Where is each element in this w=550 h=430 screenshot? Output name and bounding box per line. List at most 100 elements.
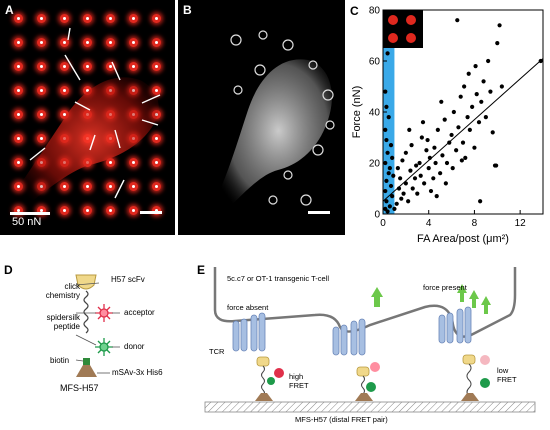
data-point	[474, 92, 479, 97]
data-point	[472, 145, 477, 150]
x-tick-label: 4	[426, 218, 432, 229]
tcr-label: TCR	[209, 347, 225, 356]
data-point	[384, 104, 389, 109]
post	[60, 62, 69, 71]
post	[60, 182, 69, 191]
post	[106, 38, 115, 47]
data-point	[403, 181, 408, 186]
cell-overlay	[10, 27, 161, 215]
data-point	[422, 181, 427, 186]
inset-post	[406, 15, 416, 25]
data-point	[427, 155, 432, 160]
post	[37, 38, 46, 47]
post	[60, 14, 69, 23]
panel-d: D H57 scFv click chemistry acceptor spid…	[0, 255, 200, 425]
post	[37, 134, 46, 143]
panel-b-micrograph: B	[178, 0, 345, 235]
data-point	[440, 153, 445, 158]
data-point	[396, 186, 402, 191]
force-scale-label: 50 nN	[12, 216, 42, 228]
data-point	[415, 191, 420, 196]
post	[37, 62, 46, 71]
x-tick-label: 0	[380, 218, 386, 229]
inset-post	[406, 33, 416, 43]
data-point	[394, 201, 399, 206]
x-tick-label: 12	[515, 218, 527, 229]
post	[152, 206, 161, 215]
data-point	[406, 199, 411, 204]
data-point	[449, 132, 454, 138]
t-cell-label: 5c.c7 or OT-1 transgenic T-cell	[227, 274, 329, 283]
post	[129, 14, 138, 23]
data-point	[470, 104, 475, 109]
post	[83, 182, 92, 191]
panel-b-scale-bar	[308, 211, 330, 214]
post	[14, 110, 23, 119]
post	[152, 14, 161, 23]
data-point	[494, 163, 499, 168]
data-point	[398, 176, 403, 181]
trend-line	[382, 58, 544, 202]
post	[37, 14, 46, 23]
panel-e-label: E	[197, 263, 206, 277]
tcr-force-schematic	[204, 267, 536, 413]
data-point	[538, 58, 543, 64]
data-point	[439, 99, 444, 104]
y-axis-label: Force (nN)	[351, 86, 363, 139]
label-acceptor: acceptor	[124, 308, 155, 317]
data-point	[386, 171, 391, 176]
data-point	[388, 143, 394, 148]
post	[83, 14, 92, 23]
label-msav: mSAv-3x His6	[112, 368, 163, 377]
data-point	[497, 23, 502, 28]
label-biotin: biotin	[50, 356, 70, 365]
data-point	[433, 160, 438, 166]
data-point	[424, 148, 429, 153]
data-point	[385, 209, 390, 214]
data-point	[400, 158, 405, 163]
data-point	[428, 188, 434, 194]
data-point	[401, 191, 406, 196]
data-point	[432, 145, 437, 150]
data-point	[403, 150, 408, 155]
data-point	[420, 120, 426, 125]
inset-background	[383, 10, 423, 48]
post	[37, 86, 46, 95]
force-absent-label: force absent	[227, 303, 269, 312]
panel-d-caption: MFS-H57	[60, 383, 99, 393]
data-point	[435, 127, 440, 132]
force-scale-arrow	[10, 212, 50, 215]
data-point	[387, 204, 392, 209]
data-point	[490, 130, 495, 135]
data-point	[459, 158, 464, 163]
panel-d-label: D	[4, 263, 13, 277]
high-fret-label: high FRET	[289, 372, 309, 390]
highlight-band	[383, 10, 395, 214]
data-point	[388, 183, 394, 189]
panel-a-scale-bar	[140, 211, 162, 214]
inset-post	[388, 33, 398, 43]
data-point	[383, 160, 388, 166]
post	[37, 206, 46, 215]
data-point	[481, 79, 486, 84]
post	[14, 14, 23, 23]
data-point	[483, 115, 488, 120]
data-point	[383, 127, 388, 132]
data-point	[392, 206, 397, 211]
data-point	[451, 109, 456, 115]
data-point	[478, 199, 483, 204]
data-point	[384, 137, 389, 143]
post	[106, 62, 115, 71]
data-point	[385, 150, 390, 155]
data-point	[417, 160, 422, 166]
panel-b-label: B	[183, 3, 192, 17]
data-point	[387, 166, 392, 171]
post	[106, 206, 115, 215]
post	[129, 206, 138, 215]
post	[152, 38, 161, 47]
data-point	[386, 115, 391, 120]
post	[152, 158, 161, 167]
data-point	[476, 120, 482, 125]
